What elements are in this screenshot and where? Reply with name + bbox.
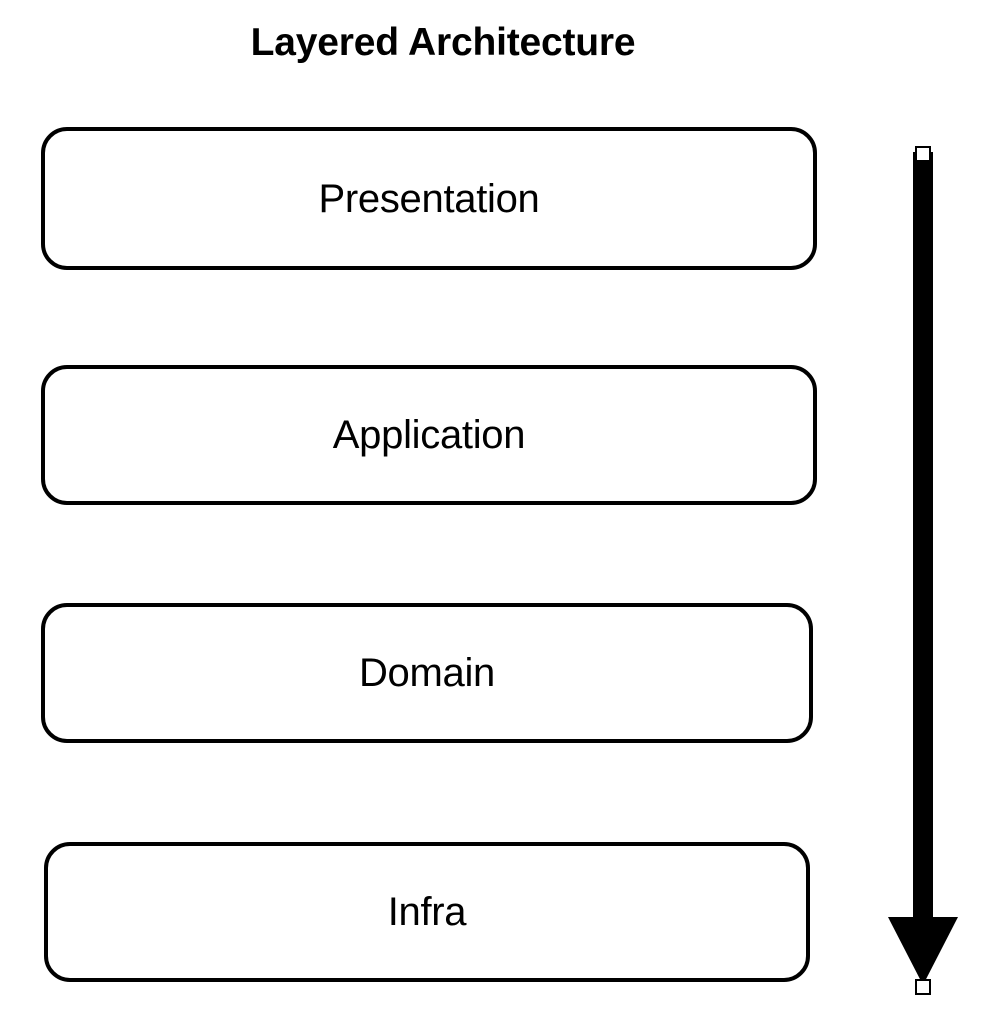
layer-label: Application xyxy=(332,413,526,457)
arrow-head xyxy=(888,917,958,985)
layer-box-domain[interactable]: Domain xyxy=(41,603,813,743)
arrow-down-icon xyxy=(888,146,958,995)
layer-label: Infra xyxy=(387,890,467,934)
layer-box-presentation[interactable]: Presentation xyxy=(41,127,817,270)
arrow-shaft xyxy=(913,152,933,918)
layer-label: Domain xyxy=(358,651,496,695)
page-title: Layered Architecture xyxy=(250,21,636,64)
layer-box-application[interactable]: Application xyxy=(41,365,817,505)
arrow-start-handle[interactable] xyxy=(915,146,931,162)
arrow-end-handle[interactable] xyxy=(915,979,931,995)
layer-box-infra[interactable]: Infra xyxy=(44,842,810,982)
dependency-direction-arrow[interactable] xyxy=(876,140,976,1000)
layer-label: Presentation xyxy=(318,176,540,221)
